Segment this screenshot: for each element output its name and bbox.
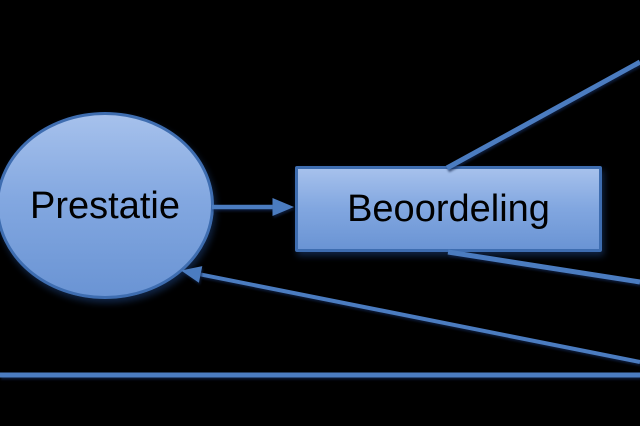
connector-right-edge-to-prestatie <box>200 272 640 364</box>
arrowhead-into-beoordeling-icon <box>272 198 294 216</box>
node-beoordeling-label: Beoordeling <box>347 188 550 230</box>
node-prestatie: Prestatie <box>0 112 214 299</box>
connector-beoordeling-top-to-right-edge <box>445 59 640 171</box>
connector-beoordeling-bottom-to-right-edge <box>447 249 640 285</box>
node-prestatie-label: Prestatie <box>30 184 180 227</box>
node-beoordeling: Beoordeling <box>295 166 602 252</box>
